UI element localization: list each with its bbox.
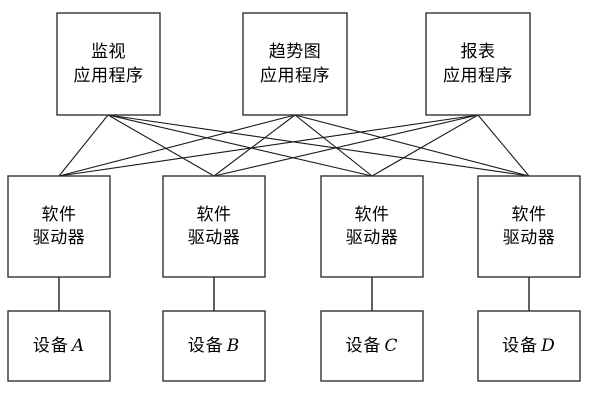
node-box-app-monitor[interactable] [56, 12, 161, 116]
connector-line [294, 114, 373, 177]
node-box-device-b[interactable] [162, 310, 266, 382]
node-box-driver-a[interactable] [7, 175, 111, 278]
connector-line [58, 114, 109, 177]
node-box-driver-d[interactable] [477, 175, 581, 278]
connector-line [213, 114, 296, 177]
connector-line [213, 114, 479, 177]
connector-line [371, 114, 479, 177]
node-box-driver-b[interactable] [162, 175, 266, 278]
connector-line [58, 114, 479, 177]
connector-line [107, 114, 373, 177]
node-box-device-a[interactable] [7, 310, 111, 382]
node-box-driver-c[interactable] [320, 175, 424, 278]
connector-line [107, 114, 215, 177]
connector-line [477, 114, 530, 177]
node-box-group [7, 12, 581, 382]
stem-link-group [58, 277, 530, 311]
node-box-device-d[interactable] [477, 310, 581, 382]
connector-line [58, 114, 296, 177]
mesh-link-group [58, 114, 530, 177]
node-box-device-c[interactable] [320, 310, 424, 382]
node-box-app-trend[interactable] [242, 12, 348, 116]
node-box-app-report[interactable] [425, 12, 531, 116]
connector-line [294, 114, 530, 177]
connector-line [107, 114, 530, 177]
